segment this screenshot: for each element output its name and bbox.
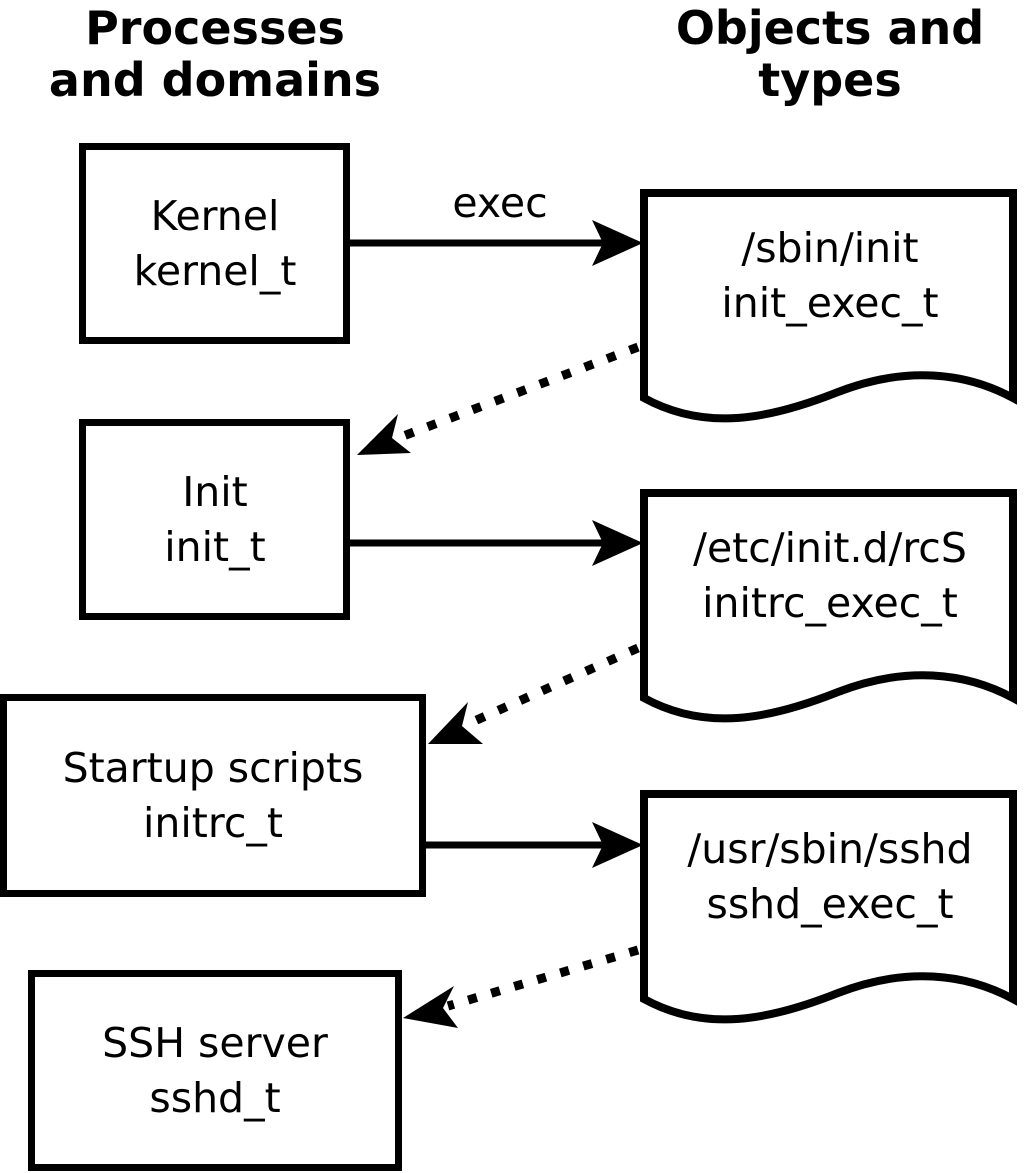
- process-node-init-line2: init_t: [164, 523, 265, 571]
- process-node-sshd-line2: sshd_t: [149, 1074, 280, 1122]
- arrowhead-right-icon: [592, 220, 643, 266]
- object-node-init-exec-document-shape[interactable]: [640, 189, 1017, 423]
- arrowhead-right-icon: [592, 520, 643, 566]
- process-node-sshd[interactable]: SSH server sshd_t: [28, 970, 402, 1171]
- object-node-initrc-exec[interactable]: /etc/init.d/rcS initrc_exec_t: [640, 489, 1017, 723]
- edge-initrc-exec-transition-initrc: [428, 643, 640, 744]
- process-node-kernel-box[interactable]: [79, 143, 350, 344]
- edge-sshd-exec-transition-sshd: [403, 945, 640, 1028]
- process-node-init[interactable]: Init init_t: [79, 419, 350, 620]
- object-node-initrc-exec-line2: initrc_exec_t: [702, 579, 958, 627]
- edge-label-exec: exec: [452, 179, 547, 227]
- process-node-initrc-line1: Startup scripts: [63, 744, 364, 792]
- column-header-objects-line1: Objects and: [676, 1, 984, 55]
- edge-initrc-exec-sshd-exec: [423, 822, 643, 868]
- column-header-processes-line1: Processes: [85, 1, 345, 55]
- edge-kernel-exec-init-exec: exec: [350, 179, 643, 266]
- arrowhead-left-icon: [357, 414, 411, 455]
- object-node-initrc-exec-document-shape[interactable]: [640, 489, 1017, 723]
- column-header-processes-line2: and domains: [49, 53, 381, 107]
- object-node-init-exec-line1: /sbin/init: [741, 224, 918, 272]
- edge-init-exec-transition-init: [357, 342, 640, 455]
- object-node-initrc-exec-line1: /etc/init.d/rcS: [693, 524, 967, 572]
- process-node-initrc-box[interactable]: [0, 694, 426, 897]
- column-header-processes: Processes and domains: [49, 1, 381, 107]
- process-node-init-line1: Init: [182, 468, 248, 516]
- edge-line: [468, 643, 640, 728]
- process-node-init-box[interactable]: [79, 419, 350, 620]
- object-node-sshd-exec[interactable]: /usr/sbin/sshd sshd_exec_t: [640, 790, 1017, 1024]
- arrowhead-left-icon: [403, 986, 458, 1028]
- column-header-objects-line2: types: [758, 53, 901, 107]
- arrowhead-right-icon: [592, 822, 643, 868]
- edge-line: [396, 342, 640, 443]
- object-node-sshd-exec-line2: sshd_exec_t: [706, 880, 953, 928]
- process-node-sshd-box[interactable]: [28, 970, 402, 1171]
- process-node-initrc-line2: initrc_t: [143, 799, 283, 847]
- process-node-initrc[interactable]: Startup scripts initrc_t: [0, 694, 426, 897]
- process-node-kernel[interactable]: Kernel kernel_t: [79, 143, 350, 344]
- object-node-init-exec[interactable]: /sbin/init init_exec_t: [640, 189, 1017, 423]
- process-node-kernel-line2: kernel_t: [134, 247, 297, 295]
- process-node-kernel-line1: Kernel: [151, 192, 280, 240]
- object-node-sshd-exec-document-shape[interactable]: [640, 790, 1017, 1024]
- process-node-sshd-line1: SSH server: [102, 1019, 328, 1067]
- edge-init-exec-initrc-exec: [350, 520, 643, 566]
- object-node-sshd-exec-line1: /usr/sbin/sshd: [687, 825, 972, 873]
- object-node-init-exec-line2: init_exec_t: [721, 279, 938, 327]
- edge-line: [446, 945, 640, 1011]
- column-header-objects: Objects and types: [676, 1, 984, 107]
- arrowhead-left-icon: [428, 702, 483, 744]
